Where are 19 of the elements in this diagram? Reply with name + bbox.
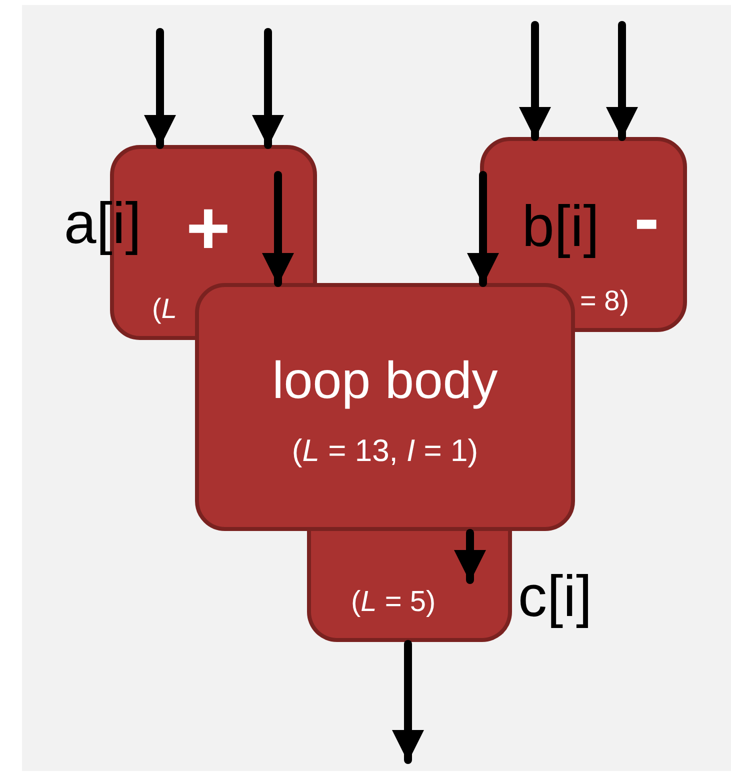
arrow [454,529,486,584]
latency-label: (L [152,295,177,323]
arrow [252,28,284,149]
latency-label: (L = 5) [351,588,436,617]
arrow [606,21,638,141]
latency-label: = 8) [580,287,630,315]
operation-label: loop body [272,355,498,407]
operation-label: - [634,181,660,257]
arrow [392,640,424,764]
variable-label: c[i] [518,568,592,626]
arrow [519,21,551,141]
variable-label: b[i] [522,198,600,256]
arrow [467,171,499,287]
latency-label: (L = 13, I = 1) [292,435,478,466]
arrow [262,171,294,287]
operation-label: + [186,191,230,267]
operation-box [307,531,512,642]
arrow [144,28,176,149]
operation-box [195,283,575,531]
